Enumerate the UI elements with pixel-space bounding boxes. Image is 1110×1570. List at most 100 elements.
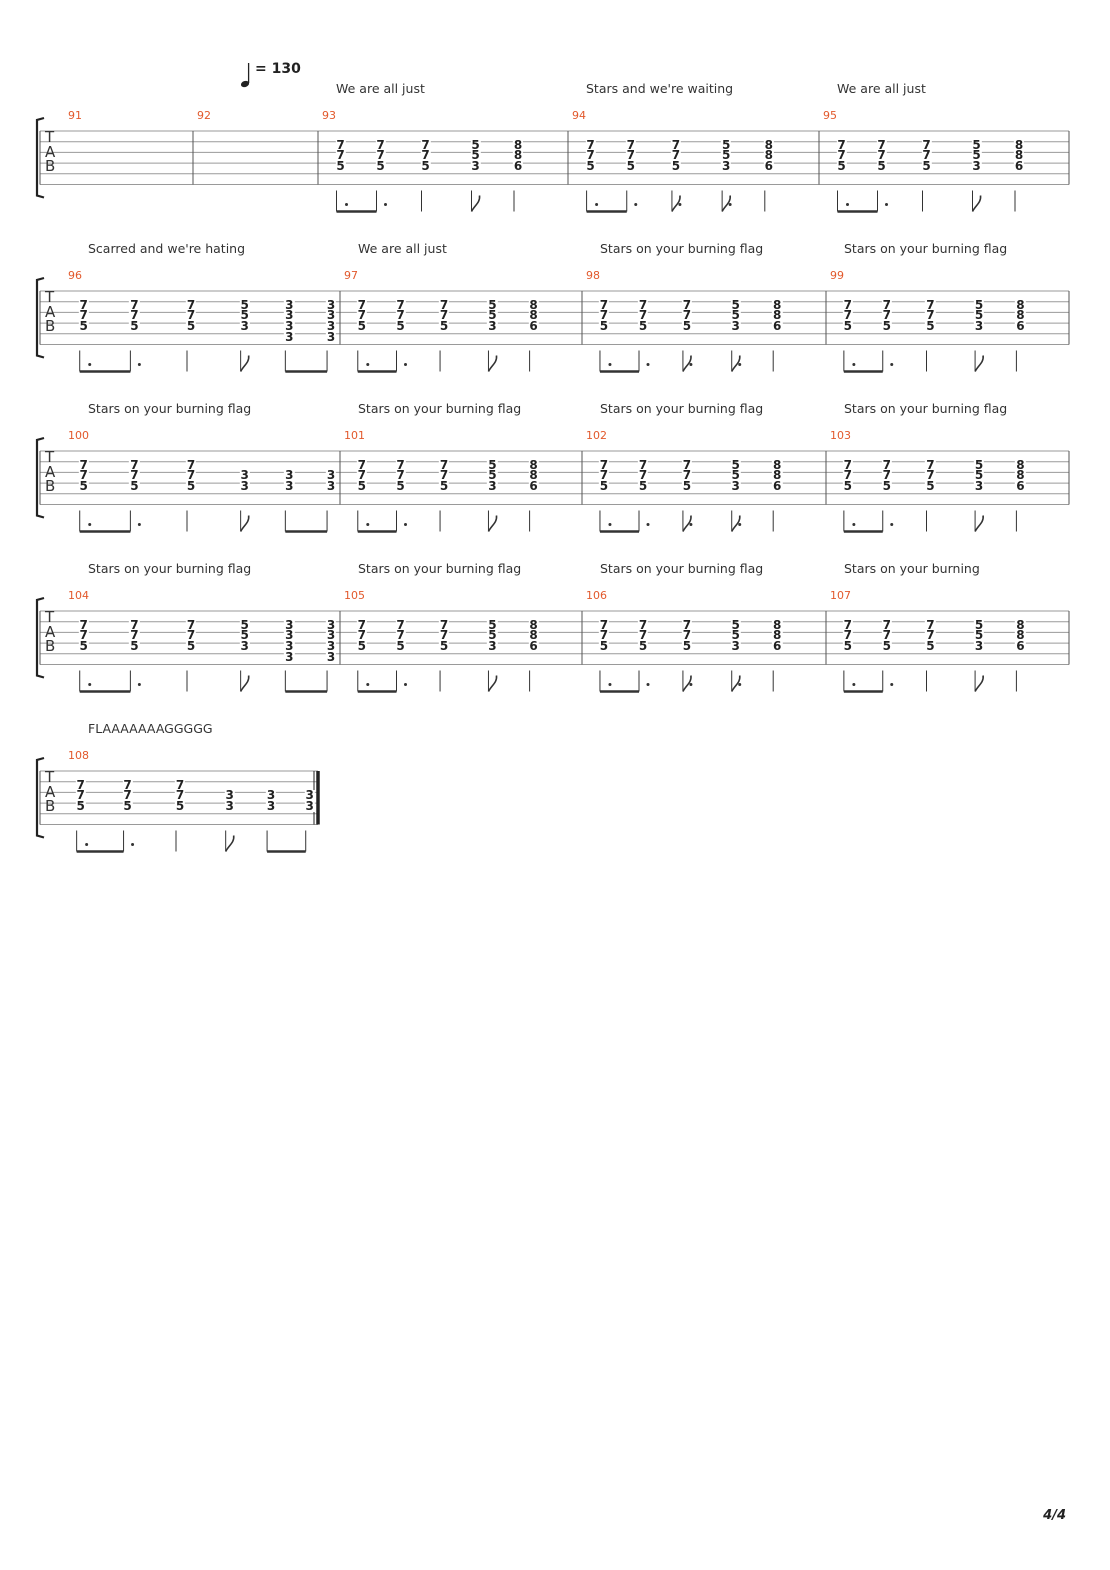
fret-number: 5 xyxy=(973,457,985,472)
rhythm-flag xyxy=(239,675,250,692)
fret-number: 7 xyxy=(185,468,197,483)
fret-number: 7 xyxy=(921,137,932,152)
fret-number: 3 xyxy=(730,318,741,333)
fret-number: 7 xyxy=(129,468,140,483)
fret-number: 7 xyxy=(925,457,936,472)
rhythm-flag xyxy=(487,675,498,692)
fret-number: 7 xyxy=(598,468,610,483)
fret-number: 6 xyxy=(1015,318,1026,333)
fret-number: 7 xyxy=(438,308,450,323)
fret-number: 5 xyxy=(681,638,693,653)
fret-number: 7 xyxy=(881,457,892,472)
fret-number: 8 xyxy=(1015,297,1026,312)
fret-number: 7 xyxy=(681,297,693,312)
measure-number: 103 xyxy=(830,429,851,442)
fret-number: 3 xyxy=(325,468,337,483)
fret-number: 3 xyxy=(284,478,295,493)
fret-number: 8 xyxy=(1013,137,1025,152)
fret-number: 3 xyxy=(325,628,337,643)
fret-number: 5 xyxy=(78,318,89,333)
fret-number: 5 xyxy=(598,478,610,493)
rhythm-dot xyxy=(88,683,92,686)
measure-number: 108 xyxy=(68,749,89,762)
fret-number: 7 xyxy=(681,628,693,643)
rhythm-dot xyxy=(646,523,650,526)
rhythm-dot xyxy=(404,363,407,366)
system-bracket xyxy=(35,596,45,679)
measure-number: 101 xyxy=(344,429,365,442)
fret-number: 7 xyxy=(598,617,610,632)
tab-clef-letter: T xyxy=(45,128,55,146)
fret-number: 7 xyxy=(438,297,450,312)
rhythm-dot xyxy=(646,363,650,366)
rhythm-dot xyxy=(384,203,387,206)
fret-number: 7 xyxy=(598,308,610,323)
fret-number: 8 xyxy=(1015,628,1026,643)
measure-number: 95 xyxy=(823,109,837,122)
measure-number: 105 xyxy=(344,589,365,602)
rhythm-dot xyxy=(738,683,742,686)
fret-number: 7 xyxy=(395,297,406,312)
rhythm-dot xyxy=(88,523,92,526)
rhythm-flag xyxy=(487,515,498,532)
fret-number: 8 xyxy=(772,308,783,323)
fret-number: 5 xyxy=(122,798,133,813)
lyric-text: Stars on your burning flag xyxy=(600,241,764,256)
rhythm-flag xyxy=(731,355,741,372)
fret-number: 5 xyxy=(842,478,854,493)
tab-staff xyxy=(35,276,1070,373)
fret-number: 5 xyxy=(185,638,197,653)
lyric-text: Stars on your burning flag xyxy=(844,241,1008,256)
fret-number: 3 xyxy=(973,478,985,493)
system-bracket xyxy=(35,276,45,359)
fret-number: 5 xyxy=(836,158,847,173)
fret-number: 7 xyxy=(670,137,682,152)
fret-number: 7 xyxy=(395,617,406,632)
measure-number: 94 xyxy=(572,109,586,122)
fret-number: 5 xyxy=(239,308,250,323)
fret-number: 3 xyxy=(325,329,337,344)
fret-number: 7 xyxy=(395,468,406,483)
fret-number: 3 xyxy=(284,329,295,344)
fret-number: 7 xyxy=(122,777,133,792)
fret-number: 7 xyxy=(356,628,367,643)
rhythm-dot xyxy=(890,683,894,686)
fret-number: 3 xyxy=(284,308,295,323)
fret-number: 6 xyxy=(528,638,539,653)
fret-number: 7 xyxy=(637,628,649,643)
fret-number: 7 xyxy=(129,308,140,323)
fret-number: 5 xyxy=(637,318,649,333)
fret-number: 7 xyxy=(598,628,610,643)
fret-number: 7 xyxy=(78,617,89,632)
rhythm-flag xyxy=(971,195,982,212)
fret-number: 3 xyxy=(239,468,250,483)
fret-number: 7 xyxy=(78,308,89,323)
fret-number: 3 xyxy=(239,318,250,333)
fret-number: 7 xyxy=(78,297,89,312)
fret-number: 7 xyxy=(356,617,367,632)
measure-number: 107 xyxy=(830,589,851,602)
measure-number: 96 xyxy=(68,269,82,282)
tab-clef-letter: B xyxy=(45,317,56,335)
fret-number: 3 xyxy=(325,638,337,653)
fret-number: 5 xyxy=(239,617,250,632)
fret-number: 7 xyxy=(842,468,854,483)
fret-number: 7 xyxy=(681,617,693,632)
fret-number: 7 xyxy=(185,457,197,472)
rhythm-dot xyxy=(137,363,141,366)
fret-number: 8 xyxy=(1015,468,1026,483)
fret-number: 8 xyxy=(528,617,539,632)
fret-number: 3 xyxy=(325,617,337,632)
fret-number: 8 xyxy=(528,308,539,323)
fret-number: 8 xyxy=(512,137,524,152)
fret-number: 3 xyxy=(487,638,498,653)
rhythm-dot xyxy=(85,843,89,846)
fret-number: 6 xyxy=(1015,478,1026,493)
fret-number: 5 xyxy=(470,148,481,163)
fret-number: 3 xyxy=(224,788,235,803)
fret-number: 7 xyxy=(335,137,346,152)
rhythm-dot xyxy=(689,363,693,366)
tab-clef-letter: A xyxy=(45,462,56,481)
tab-clef-letter: B xyxy=(45,637,56,655)
